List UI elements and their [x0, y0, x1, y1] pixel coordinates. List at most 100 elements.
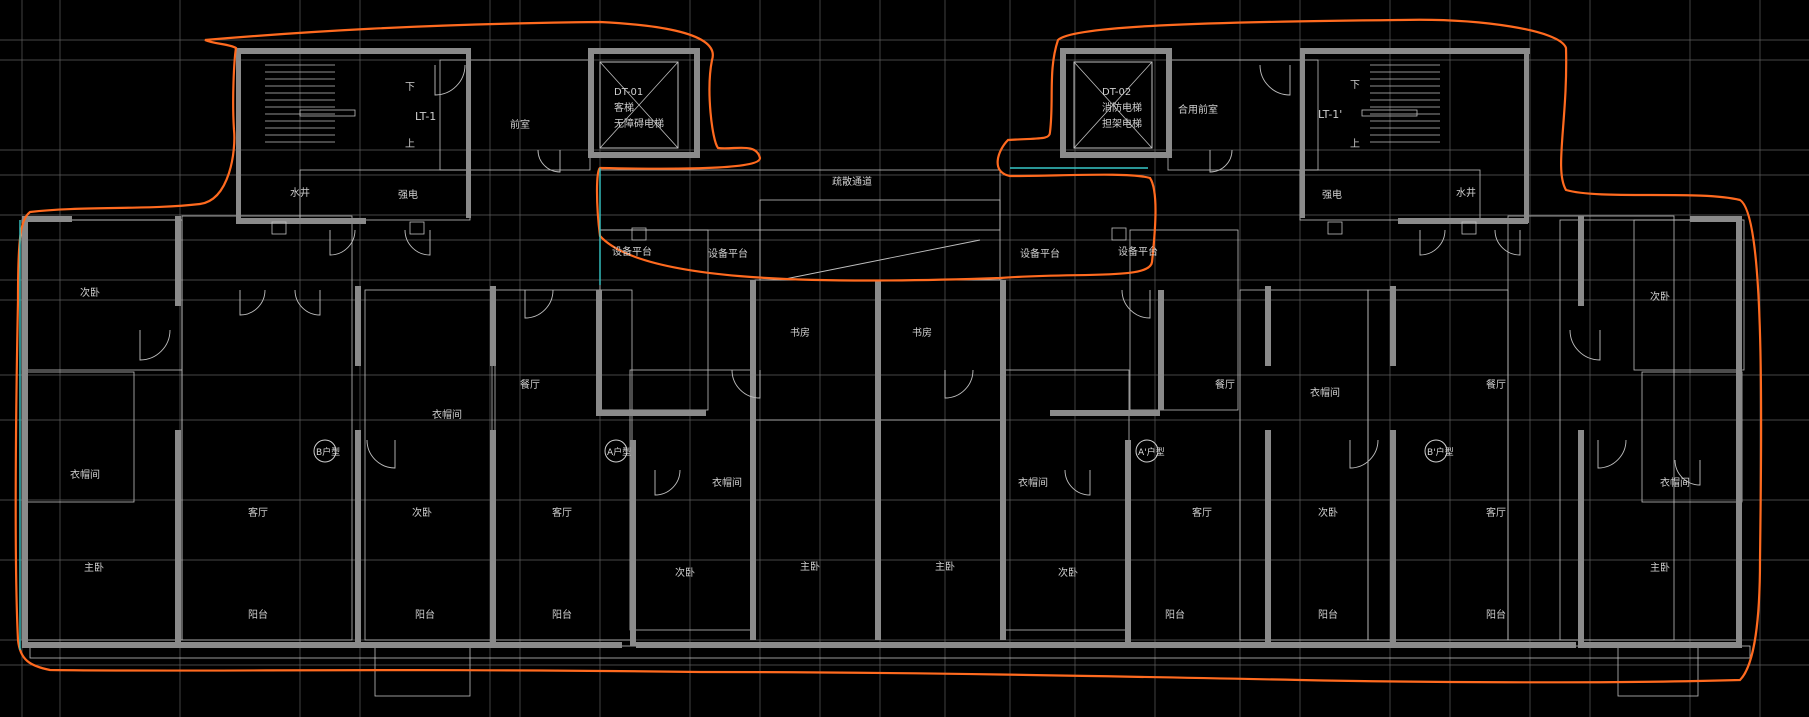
- label-living-3: 客厅: [1192, 506, 1212, 519]
- fixture-box: [271, 221, 287, 235]
- label-corridor: 疏散通道: [832, 175, 872, 188]
- wall-segment: [1578, 216, 1584, 306]
- label-dining-1: 餐厅: [520, 378, 540, 391]
- diagonal-line: [779, 239, 981, 281]
- fixture-box: [631, 227, 647, 241]
- label-living-1: 客厅: [248, 506, 268, 519]
- wall-segment: [1125, 440, 1131, 646]
- label-up-right: 上: [1350, 138, 1360, 150]
- door-swing: [1494, 229, 1521, 256]
- wall-segment: [1060, 48, 1066, 158]
- door-swing: [1419, 229, 1446, 256]
- stair-landing-left: [299, 109, 356, 117]
- label-second-bedroom-4: 次卧: [1058, 566, 1078, 579]
- wall-segment: [1398, 218, 1528, 224]
- wall-segment: [175, 216, 181, 306]
- label-second-bedroom-1: 次卧: [80, 286, 100, 299]
- thin-outline: [21, 219, 183, 371]
- wall-segment: [1166, 48, 1172, 158]
- fixture-box: [1461, 221, 1477, 235]
- wall-segment: [22, 216, 28, 648]
- thin-outline: [1239, 289, 1369, 641]
- wall-segment: [490, 430, 496, 648]
- label-master-bedroom-4: 主卧: [1650, 561, 1670, 574]
- wall-segment: [1578, 430, 1584, 648]
- wall-segment: [1578, 642, 1742, 648]
- door-swing: [1597, 439, 1627, 469]
- label-cloakroom-5: 衣帽间: [1310, 386, 1340, 399]
- label-elevator-1-l1: 客梯: [614, 101, 634, 114]
- thin-outline: [364, 289, 496, 641]
- label-up-left: 上: [405, 138, 415, 150]
- wall-segment: [630, 440, 636, 646]
- door-swing: [1349, 439, 1379, 469]
- label-cloakroom-4: 衣帽间: [1018, 476, 1048, 489]
- door-swing: [404, 229, 431, 256]
- wall-segment: [236, 48, 466, 54]
- fixture-box: [409, 221, 425, 235]
- label-anteroom-left: 前室: [510, 118, 530, 131]
- label-living-4: 客厅: [1486, 506, 1506, 519]
- label-second-bedroom-6: 次卧: [1650, 290, 1670, 303]
- wall-segment: [236, 48, 241, 223]
- door-swing: [1121, 289, 1151, 319]
- door-swing: [1259, 64, 1291, 96]
- thin-outline: [299, 169, 471, 221]
- label-living-2: 客厅: [552, 506, 572, 519]
- thin-outline: [181, 215, 353, 641]
- wall-segment: [22, 642, 182, 648]
- stair-landing-right: [1361, 109, 1418, 117]
- wall-segment: [355, 286, 361, 366]
- door-swing: [139, 329, 171, 361]
- orange-markup-outline: [14, 18, 1763, 684]
- door-swing: [366, 439, 396, 469]
- door-swing: [239, 289, 266, 316]
- thin-outline: [879, 279, 1003, 421]
- wall-segment: [1300, 48, 1305, 218]
- label-balcony-5: 阳台: [1318, 608, 1338, 621]
- wall-segment: [1690, 216, 1740, 222]
- wall-segment: [1050, 410, 1160, 416]
- thin-linework: [21, 59, 1751, 697]
- unit-tag-b-prime: B'户型: [1427, 446, 1454, 458]
- label-dining-2: 餐厅: [1215, 378, 1235, 391]
- wall-segment: [1060, 152, 1172, 158]
- label-study-2: 书房: [912, 326, 932, 339]
- door-swing: [1569, 329, 1601, 361]
- thin-outline: [1507, 215, 1675, 641]
- stair-treads: [265, 64, 1440, 143]
- label-stair-right: LT-1': [1318, 108, 1342, 121]
- label-second-bedroom-2: 次卧: [412, 506, 432, 519]
- wall-segment: [236, 218, 366, 224]
- label-down-right: 下: [1350, 80, 1360, 91]
- unit-tag-a-prime: A'户型: [1138, 446, 1165, 458]
- door-swing: [1209, 149, 1233, 173]
- label-anteroom-right: 合用前室: [1178, 103, 1218, 116]
- wall-segment: [588, 152, 700, 158]
- wall-segment: [875, 280, 881, 640]
- label-elevator-2-code: DT-02: [1102, 87, 1131, 98]
- door-swing: [294, 289, 321, 316]
- wall-segment: [1390, 286, 1396, 366]
- door-swing: [537, 149, 561, 173]
- label-master-bedroom-2: 主卧: [800, 560, 820, 573]
- label-elevator-2-l1: 消防电梯: [1102, 101, 1142, 114]
- label-electric-well-right: 强电: [1322, 188, 1342, 201]
- label-balcony-4: 阳台: [1165, 608, 1185, 621]
- label-second-bedroom-5: 次卧: [1318, 506, 1338, 519]
- label-equipment-platform-2: 设备平台: [708, 247, 748, 260]
- door-swing: [944, 369, 974, 399]
- wall-segment: [175, 430, 181, 648]
- room-labels: LT-1 LT-1' 下 上 下 上 前室 合用前室 DT-01 客梯 无障碍电…: [70, 80, 1690, 621]
- wall-segment: [636, 642, 1136, 648]
- door-swing: [1674, 459, 1701, 486]
- door-swing: [654, 469, 681, 496]
- label-master-bedroom-3: 主卧: [935, 560, 955, 573]
- label-balcony-6: 阳台: [1486, 608, 1506, 621]
- unit-tags: B户型 A户型 A'户型 B'户型: [313, 439, 1454, 463]
- wall-segment: [1300, 48, 1530, 54]
- structural-walls: [22, 48, 1742, 648]
- thin-outline: [1617, 645, 1699, 697]
- label-electric-well-left: 强电: [398, 188, 418, 201]
